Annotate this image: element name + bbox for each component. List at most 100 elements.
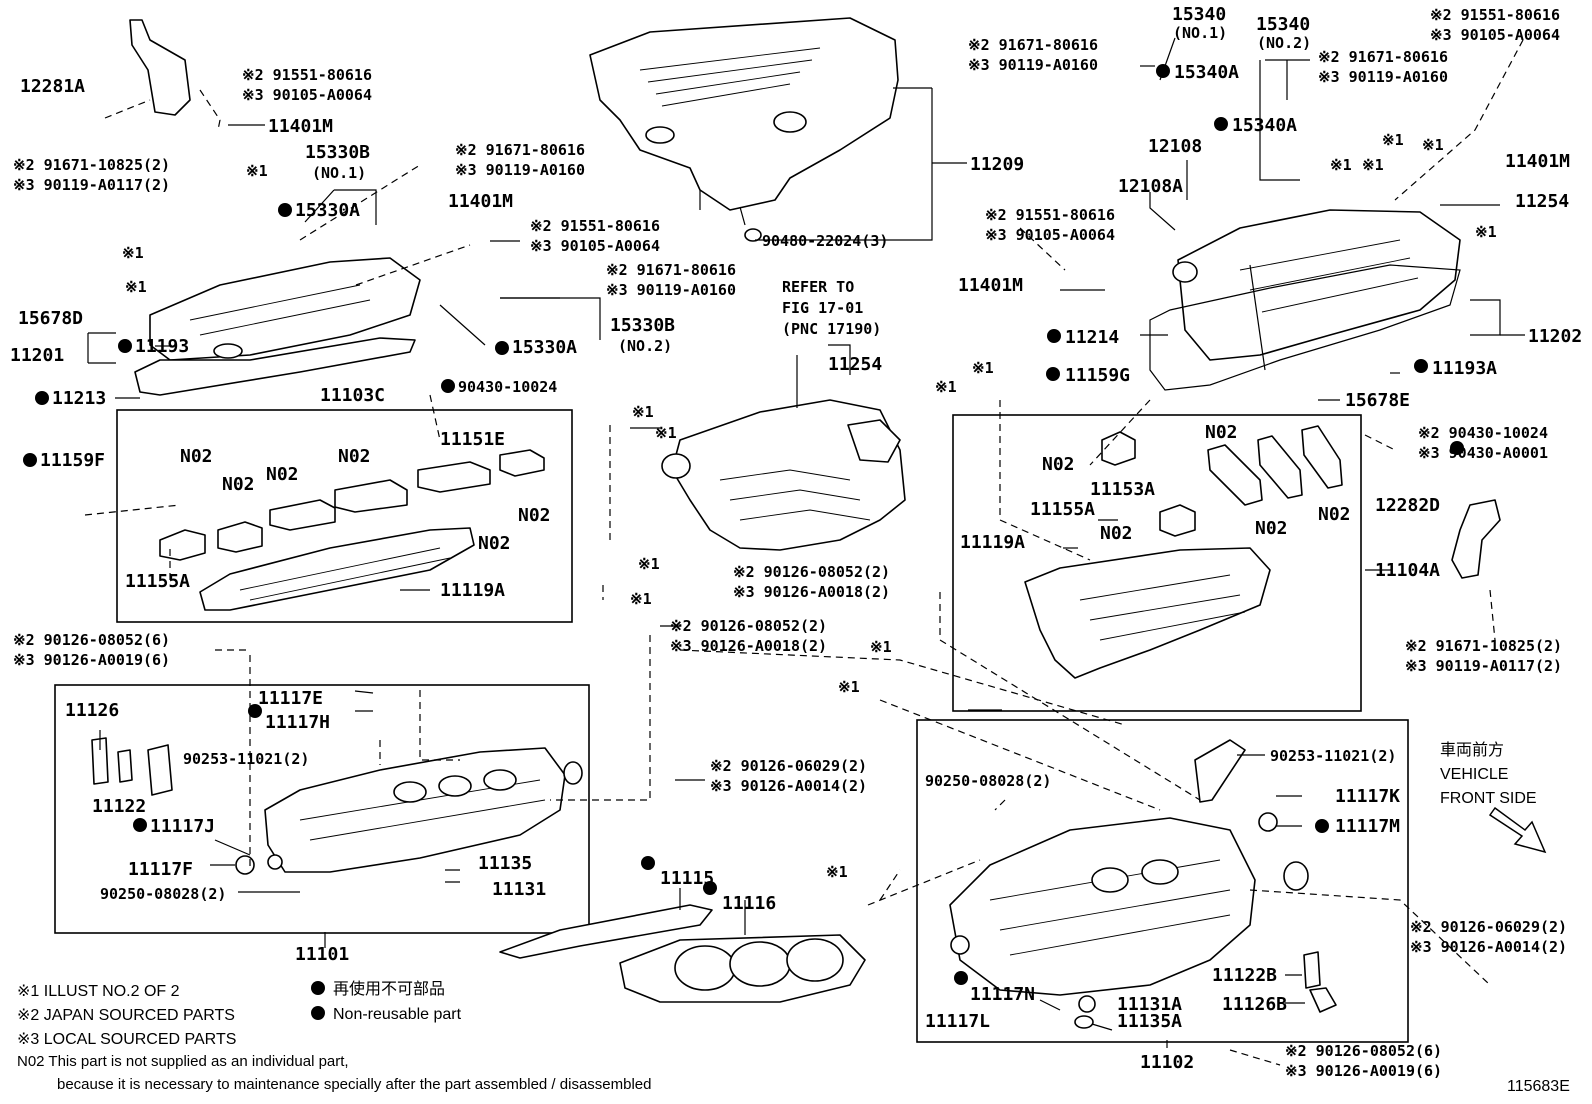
label-15340-1-sub: (NO.1) bbox=[1173, 24, 1227, 42]
vehicle-front-en-2: FRONT SIDE bbox=[1440, 790, 1537, 807]
label-11116: 11116 bbox=[722, 893, 776, 914]
mark-x1: ※1 bbox=[246, 162, 268, 180]
label-11117F: 11117F bbox=[128, 859, 193, 880]
alt-a1-line1: ※2 91551-80616 bbox=[242, 66, 372, 84]
mark-x1: ※1 bbox=[870, 638, 892, 656]
alt-b3-line1: ※2 91551-80616 bbox=[1430, 6, 1560, 24]
mark-x1: ※1 bbox=[972, 359, 994, 377]
alt-b2-line2: ※3 90119-A0160 bbox=[1318, 68, 1448, 86]
refer-line-2: FIG 17-01 bbox=[782, 299, 863, 317]
alt-b4-line1: ※2 91551-80616 bbox=[985, 206, 1115, 224]
label-11254-b: 11254 bbox=[1515, 191, 1569, 212]
mark-x1: ※1 bbox=[1475, 223, 1497, 241]
alt-b6-line1: ※2 91671-10825(2) bbox=[1405, 637, 1562, 655]
mark-x1: ※1 bbox=[1362, 156, 1384, 174]
label-11131A: 11131A bbox=[1117, 994, 1182, 1015]
mark-x1: ※1 bbox=[826, 863, 848, 881]
alt-b8-line2: ※3 90126-A0019(6) bbox=[1285, 1062, 1442, 1080]
alt-a2-line2: ※3 90119-A0117(2) bbox=[13, 176, 170, 194]
mark-x1: ※1 bbox=[838, 678, 860, 696]
label-11126: 11126 bbox=[65, 700, 119, 721]
cylinder-head-left-drawing bbox=[91, 737, 583, 875]
label-N02-10: N02 bbox=[1255, 518, 1288, 539]
label-15330A-a: 15330A bbox=[295, 200, 360, 221]
label-15340A-a: 15340A bbox=[1174, 62, 1239, 83]
label-11401M-d: 11401M bbox=[958, 275, 1023, 296]
camshaft-housing-right-drawing bbox=[1024, 425, 1343, 679]
alt-a3-line2: ※3 90119-A0160 bbox=[455, 161, 585, 179]
label-11201: 11201 bbox=[10, 345, 64, 366]
alt-b1-line1: ※2 91671-80616 bbox=[968, 36, 1098, 54]
valve-cover-right-drawing bbox=[1149, 209, 1461, 391]
label-11159F: 11159F bbox=[40, 450, 105, 471]
label-11117M: 11117M bbox=[1335, 816, 1400, 837]
label-11104A: 11104A bbox=[1375, 560, 1440, 581]
label-11202: 11202 bbox=[1528, 326, 1582, 347]
alt-a3-line1: ※2 91671-80616 bbox=[455, 141, 585, 159]
label-11117H: 11117H bbox=[265, 712, 330, 733]
label-15340A-b: 15340A bbox=[1232, 115, 1297, 136]
alt-a9-line2: ※3 90126-A0014(2) bbox=[710, 777, 867, 795]
alt-a7-line2: ※3 90126-A0018(2) bbox=[670, 637, 827, 655]
legend-n02-line-2: because it is necessary to maintenance s… bbox=[57, 1076, 651, 1093]
alt-a7-line1: ※2 90126-08052(2) bbox=[670, 617, 827, 635]
alt-a8-line2: ※3 90126-A0019(6) bbox=[13, 651, 170, 669]
label-N02-11: N02 bbox=[1318, 504, 1351, 525]
label-90250-b: 90250-08028(2) bbox=[925, 772, 1051, 790]
refer-line-1: REFER TO bbox=[782, 278, 854, 296]
mark-x1: ※1 bbox=[632, 403, 654, 421]
label-11135: 11135 bbox=[478, 853, 532, 874]
alt-a2-line1: ※2 91671-10825(2) bbox=[13, 156, 170, 174]
alt-part-numbers: ※2 91551-80616 ※3 90105-A0064 ※2 91671-1… bbox=[13, 6, 1567, 1080]
label-11155A-a: 11155A bbox=[125, 571, 190, 592]
legend-note-1: ※1 ILLUST NO.2 OF 2 bbox=[17, 983, 180, 1000]
alt-b4-line2: ※3 90105-A0064 bbox=[985, 226, 1115, 244]
label-11115: 11115 bbox=[660, 868, 714, 889]
mark-x1: ※1 bbox=[125, 278, 147, 296]
frame-rocker-right bbox=[952, 414, 1362, 712]
frame-head-left bbox=[54, 684, 590, 934]
mark-x1: ※1 bbox=[638, 555, 660, 573]
alt-b5-line2: ※3 90430-A0001 bbox=[1418, 444, 1548, 462]
label-11122B: 11122B bbox=[1212, 965, 1277, 986]
label-11254-a: 11254 bbox=[828, 354, 882, 375]
label-15340-2-sub: (NO.2) bbox=[1257, 34, 1311, 52]
label-11103C: 11103C bbox=[320, 385, 385, 406]
legend-note-2: ※2 JAPAN SOURCED PARTS bbox=[17, 1007, 235, 1024]
label-11122: 11122 bbox=[92, 796, 146, 817]
refer-line-3: (PNC 17190) bbox=[782, 320, 881, 338]
camshaft-housing-left-drawing bbox=[159, 449, 545, 611]
label-12282D: 12282D bbox=[1375, 495, 1440, 516]
bracket-12281A-drawing bbox=[129, 19, 191, 116]
alt-a8-line1: ※2 90126-08052(6) bbox=[13, 631, 170, 649]
label-11117N: 11117N bbox=[970, 984, 1035, 1005]
mark-x1: ※1 bbox=[935, 378, 957, 396]
label-11193: 11193 bbox=[135, 336, 189, 357]
legend-nonreusable-en: Non-reusable part bbox=[333, 1006, 462, 1023]
label-11401M-a: 11401M bbox=[268, 116, 333, 137]
nonreusable-markers bbox=[23, 64, 1464, 1020]
label-11153A: 11153A bbox=[1090, 479, 1155, 500]
leader-lines bbox=[84, 37, 1525, 1066]
label-11117E: 11117E bbox=[258, 688, 323, 709]
mark-x1: ※1 bbox=[122, 244, 144, 262]
label-11117J: 11117J bbox=[150, 816, 215, 837]
label-11151E: 11151E bbox=[440, 429, 505, 450]
alt-b6-line2: ※3 90119-A0117(2) bbox=[1405, 657, 1562, 675]
label-11119A-a: 11119A bbox=[440, 580, 505, 601]
alt-a6-line1: ※2 90126-08052(2) bbox=[733, 563, 890, 581]
label-15330B-2-sub: (NO.2) bbox=[618, 337, 672, 355]
label-11117L: 11117L bbox=[925, 1011, 990, 1032]
mark-x1: ※1 bbox=[630, 590, 652, 608]
alt-a6-line2: ※3 90126-A0018(2) bbox=[733, 583, 890, 601]
alt-a4-line2: ※3 90105-A0064 bbox=[530, 237, 660, 255]
alt-b7-line1: ※2 90126-06029(2) bbox=[1410, 918, 1567, 936]
label-N02-6: N02 bbox=[478, 533, 511, 554]
label-11119A-b: 11119A bbox=[960, 532, 1025, 553]
label-11209: 11209 bbox=[970, 154, 1024, 175]
label-15340-1: 15340 bbox=[1172, 4, 1226, 25]
alt-b1-line2: ※3 90119-A0160 bbox=[968, 56, 1098, 74]
alt-a5-line1: ※2 91671-80616 bbox=[606, 261, 736, 279]
label-11117K: 11117K bbox=[1335, 786, 1400, 807]
